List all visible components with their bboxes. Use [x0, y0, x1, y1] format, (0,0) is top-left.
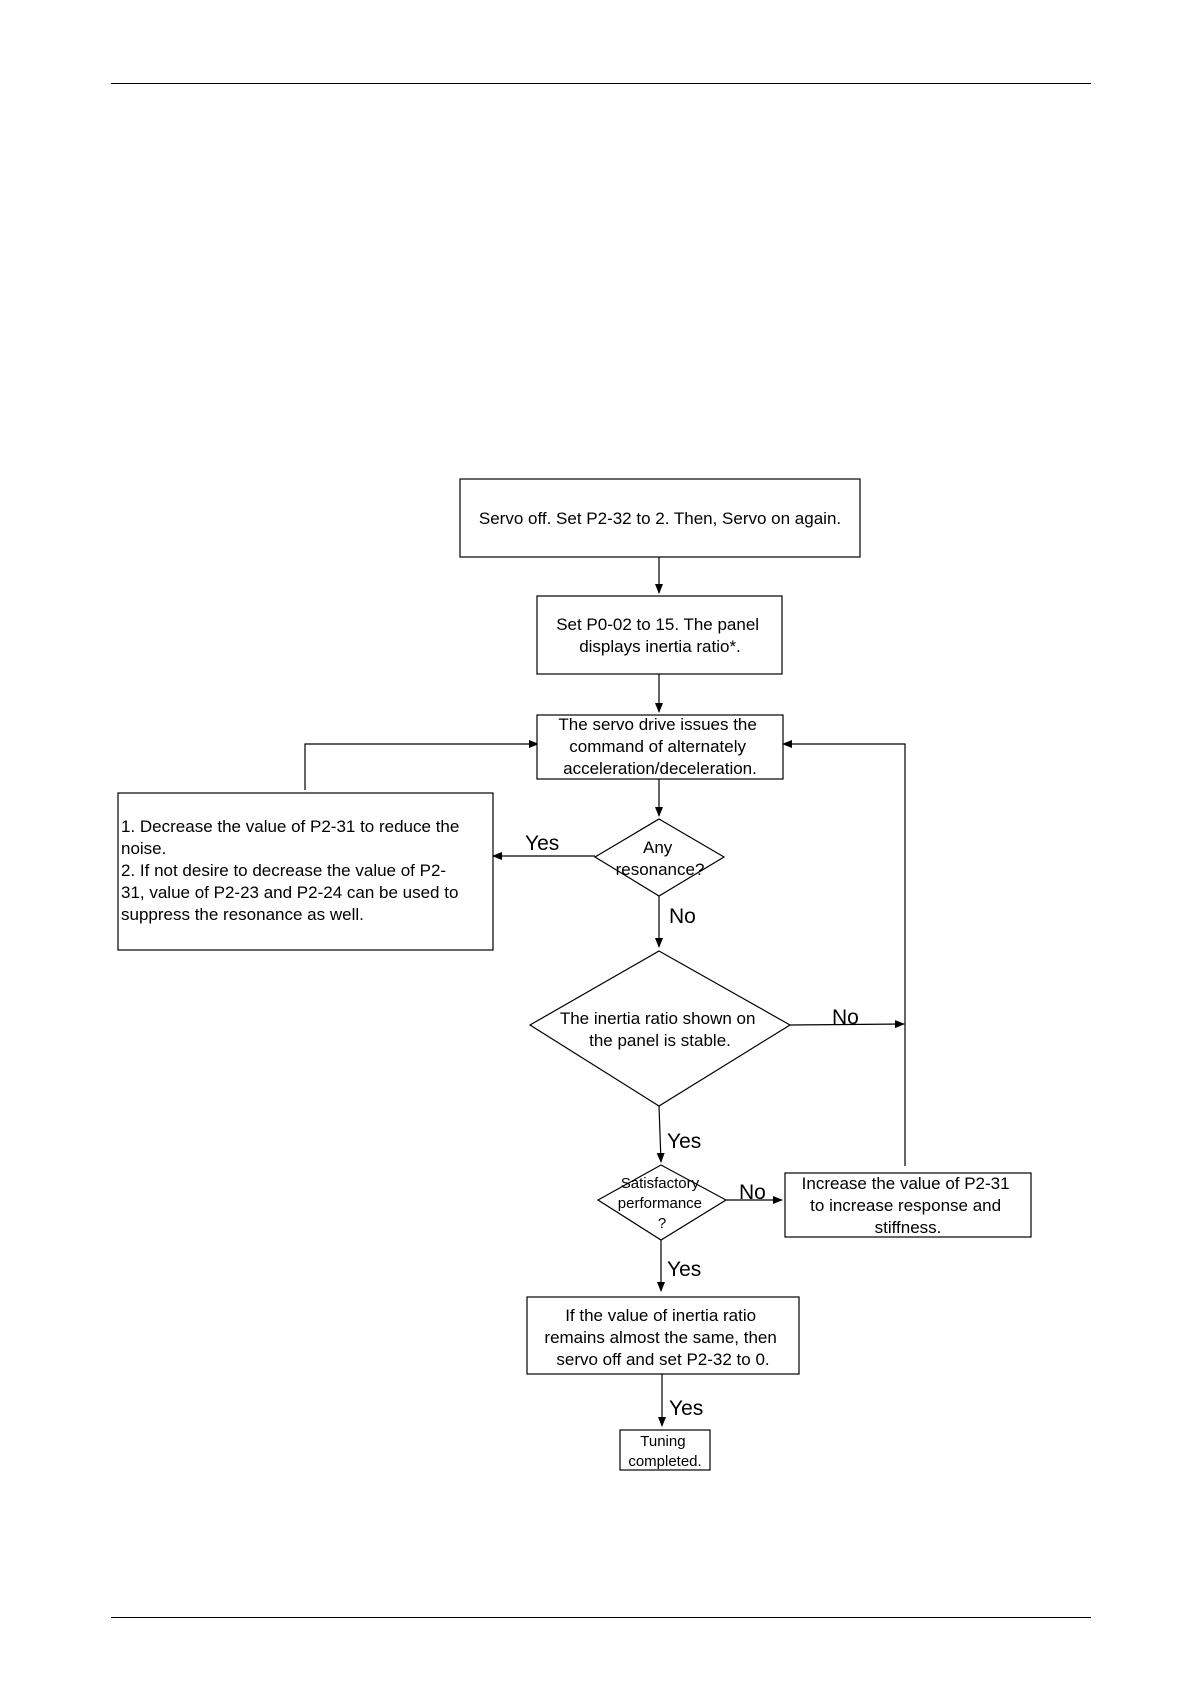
label-performance-no: No [739, 1181, 766, 1204]
decision-resonance [593, 818, 726, 897]
footer-rule [111, 1617, 1091, 1618]
label-resonance-no: No [669, 905, 696, 928]
arrow-stable-yes [656, 1105, 665, 1163]
label-stable-yes: Yes [667, 1130, 701, 1153]
increase-action-box [784, 1172, 1032, 1238]
step-servo-off-box [459, 478, 861, 558]
connectors [304, 557, 906, 1427]
step-set-p0-02-box [536, 595, 783, 675]
step-set-p0-02-text: Set P0-02 to 15. The panel displays iner… [556, 615, 764, 656]
resonance-action-box [117, 792, 494, 951]
decision-resonance-text: Any resonance? [616, 838, 705, 879]
loop-back-right [782, 740, 906, 1166]
resonance-action-text: 1. Decrease the value of P2-31 to reduce… [121, 817, 464, 924]
final-step-text: If the value of inertia ratio remains al… [544, 1306, 781, 1369]
end-text: Tuning completed. [628, 1433, 701, 1470]
step-issue-command-box [536, 714, 784, 780]
label-resonance-yes: Yes [525, 832, 559, 855]
header-rule [111, 83, 1091, 84]
step-issue-command-text: The servo drive issues the command of al… [558, 715, 761, 778]
decision-inertia-stable [528, 950, 792, 1107]
decision-inertia-stable-text: The inertia ratio shown on the panel is … [560, 1009, 760, 1050]
arrow-stable-no [789, 1020, 905, 1029]
label-final-yes: Yes [669, 1397, 703, 1420]
decision-performance [596, 1164, 728, 1241]
end-box [619, 1429, 711, 1471]
decision-performance-text: Satisfactory performance ? [618, 1175, 706, 1232]
increase-action-text: Increase the value of P2-31 to increase … [802, 1174, 1015, 1237]
final-step-box [526, 1296, 800, 1375]
step-servo-off-text: Servo off. Set P2-32 to 2. Then, Servo o… [479, 509, 841, 528]
loop-back-left [304, 740, 539, 790]
label-performance-yes: Yes [667, 1258, 701, 1281]
label-stable-no: No [832, 1006, 859, 1029]
